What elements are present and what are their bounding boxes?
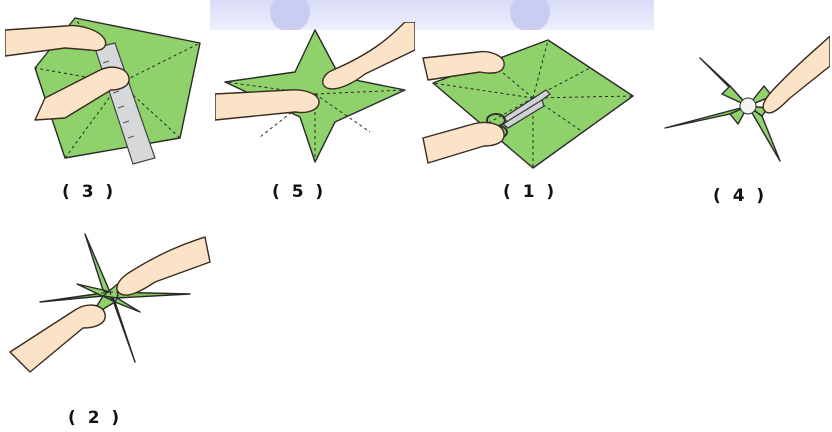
step-illustration-2: [5, 232, 220, 392]
step-illustration-3: [5, 8, 205, 168]
step-label: ( 2 ): [68, 408, 123, 428]
step-label: ( 5 ): [272, 182, 327, 202]
scissors-icon: [486, 89, 551, 139]
watermark-shape: [270, 0, 310, 30]
watermark-shape: [510, 0, 550, 30]
step-label: ( 3 ): [62, 182, 117, 202]
step-label: ( 4 ): [713, 186, 768, 206]
step-label: ( 1 ): [503, 182, 558, 202]
step-illustration-4: [660, 36, 830, 166]
step-illustration-5: [215, 22, 415, 172]
pin-icon: [739, 97, 757, 115]
step-illustration-1: [418, 28, 648, 178]
watermark-banner: [210, 0, 654, 30]
